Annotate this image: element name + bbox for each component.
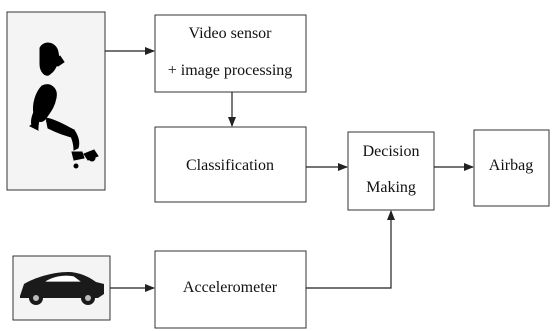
video-sensor-label-line2: + image processing [168, 62, 293, 79]
video-sensor-label-line1: Video sensor [188, 25, 272, 42]
car-image [12, 255, 111, 321]
decision-making-node: Decision Making [347, 131, 435, 211]
airbag-label: Airbag [489, 157, 533, 174]
occupant-image [6, 11, 106, 191]
airbag-node: Airbag [473, 129, 550, 207]
video-sensor-node: Video sensor + image processing [154, 14, 307, 93]
sports-car-icon [20, 272, 104, 305]
decision-label-line2: Making [366, 179, 416, 196]
arrow-accelerometer-to-decision [306, 210, 395, 289]
classification-node: Classification [154, 126, 307, 203]
accelerometer-label: Accelerometer [183, 279, 278, 296]
accelerometer-node: Accelerometer [154, 250, 307, 329]
decision-label-line1: Decision [363, 143, 420, 160]
occupant-silhouette-icon [29, 42, 99, 169]
classification-label: Classification [186, 157, 274, 174]
